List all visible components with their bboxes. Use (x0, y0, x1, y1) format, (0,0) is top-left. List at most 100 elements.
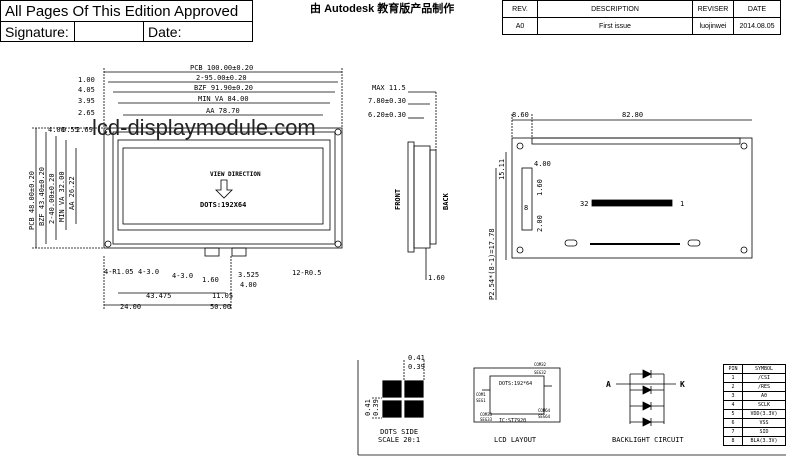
pin-number: 7 (723, 427, 743, 437)
dim-24-00: 24.00 (120, 303, 141, 311)
pin-number: 8 (723, 436, 743, 446)
dots-side-line1: DOTS SIDE (380, 428, 419, 436)
dim-4-00-left: 4.00 (48, 126, 65, 134)
pin-symbol: SID (742, 427, 786, 437)
anode-label: A (606, 380, 611, 389)
lcd-layout-outline (473, 367, 561, 423)
dim-6-20: 6.20±0.30 (368, 111, 406, 119)
dim-back-2-00: 2.00 (536, 215, 544, 232)
dim-back-4-00: 4.00 (534, 160, 551, 168)
dim-side-1-60: 1.60 (428, 274, 445, 282)
dim-11-05: 11.05 (212, 292, 233, 300)
dot-dim-h2: 0.39 (372, 399, 380, 416)
front-label: FRONT (394, 189, 402, 210)
layout-seg33: SEG33 (480, 417, 493, 422)
dot-dim-h1: 0.41 (364, 399, 372, 416)
view-direction-label: VIEW DIRECTION (210, 171, 261, 178)
view-direction-arrow-icon (215, 179, 233, 199)
pin-header (521, 167, 533, 231)
pin-symbol: A0 (742, 391, 786, 401)
date-label: Date: (143, 21, 253, 42)
dim-pitch: P2.54*(8-1)=17.78 (488, 228, 496, 300)
dim-bzf-height: BZF 43.40±0.20 (38, 167, 46, 226)
dim-1-60: 1.60 (202, 276, 219, 284)
symbol-col-header: SYMBOL (742, 364, 786, 374)
dim-2-69-left: 2.69 (76, 126, 93, 134)
dim-va-height: MIN VA 32.00 (58, 171, 66, 222)
mount-hole (104, 240, 112, 248)
dim-4-05: 4.05 (78, 86, 95, 94)
bottom-tab (231, 247, 247, 257)
dim-max-11-5: MAX 11.5 (372, 84, 406, 92)
mount-hole (334, 128, 342, 136)
pin-number: 6 (723, 418, 743, 428)
side-back (429, 149, 437, 245)
dots-side-line2: SCALE 20:1 (378, 436, 421, 444)
drawing-title: 由 Autodesk 教育版产品制作 (310, 0, 454, 16)
date-cell: 2014.08.05 (733, 17, 781, 35)
pin-number: 4 (723, 400, 743, 410)
bezel-outline (112, 131, 336, 245)
back-top-strip (531, 137, 741, 145)
dim-82-80: 82.80 (622, 111, 643, 119)
back-pcb (511, 137, 753, 259)
layout-dots-text: DOTS:192*64 (499, 381, 532, 387)
dim-7-80: 7.80±0.30 (368, 97, 406, 105)
dim-1-00: 1.00 (78, 76, 95, 84)
layout-seg32: SEG32 (534, 370, 547, 375)
lcd-layout-caption: LCD LAYOUT (494, 436, 537, 444)
dim-3-0b: 4-3.0 (172, 272, 193, 280)
dim-r105: 4-R1.05 (104, 268, 134, 276)
backlight-caption: BACKLIGHT CIRCUIT (612, 436, 684, 444)
pin-number: 5 (723, 409, 743, 419)
layout-com64: COM64 (538, 408, 551, 413)
dim-3-0a: 4-3.0 (138, 268, 159, 276)
dim-3-95: 3.95 (78, 97, 95, 105)
layout-ic-text: IC:ST7920 (499, 418, 526, 424)
side-pcb (407, 141, 415, 253)
pin-symbol: SCLK (742, 400, 786, 410)
layout-com32: COM32 (534, 362, 547, 367)
mount-hole (334, 240, 342, 248)
dim-3-525: 3.525 (238, 271, 259, 279)
pin-symbol: VDD(3.3V) (742, 409, 786, 419)
mount-hole (104, 128, 112, 136)
pin-number: 1 (723, 373, 743, 383)
layout-com33: COM33 (480, 412, 493, 417)
back-connector (591, 199, 673, 207)
pcb-outline (103, 127, 343, 249)
dim-aa-width: AA 78.70 (206, 107, 240, 115)
pin-col-header: PIN (723, 364, 743, 374)
title-brand: Autodesk (324, 3, 375, 15)
dim-pcb-width: PCB 100.00±0.20 (190, 64, 253, 72)
approval-text: All Pages Of This Edition Approved (0, 0, 253, 22)
dot-dim-w1: 0.41 (408, 354, 425, 362)
lcd-layout-inner (489, 375, 545, 415)
pin-8-label: 8 (524, 204, 528, 212)
revision-table: REV. DESCRIPTION REVISER DATE A0 First i… (502, 0, 781, 35)
pin-number: 2 (723, 382, 743, 392)
active-area (122, 147, 324, 225)
viewing-area (117, 139, 331, 231)
dim-0-55-left: 0.55 (62, 126, 79, 134)
layout-seg1: SEG1 (476, 398, 486, 403)
pin-symbol: BLA(3.3V) (742, 436, 786, 446)
bottom-tab (204, 247, 220, 257)
dim-43-475: 43.475 (146, 292, 171, 300)
dim-8-60: 8.60 (512, 111, 529, 119)
dim-hole-height: 2-40.00±0.20 (48, 173, 56, 224)
dot-dim-w2: 0.39 (408, 363, 425, 371)
dots-label: DOTS:192X64 (200, 201, 246, 209)
dim-pcb-height: PCB 48.00±0.20 (28, 171, 36, 230)
dim-va-width: MIN VA 84.00 (198, 95, 249, 103)
dots-side-caption: DOTS SIDE SCALE 20:1 (378, 428, 420, 444)
title-suffix: 教育版产品制作 (377, 3, 455, 15)
dim-back-1-60: 1.60 (536, 179, 544, 196)
dim-r05: 12-R0.5 (292, 269, 322, 277)
dim-15-11: 15.11 (498, 159, 506, 180)
dim-4-00: 4.00 (240, 281, 257, 289)
dim-aa-height: AA 26.22 (68, 176, 76, 210)
title-prefix: 由 (310, 3, 321, 15)
